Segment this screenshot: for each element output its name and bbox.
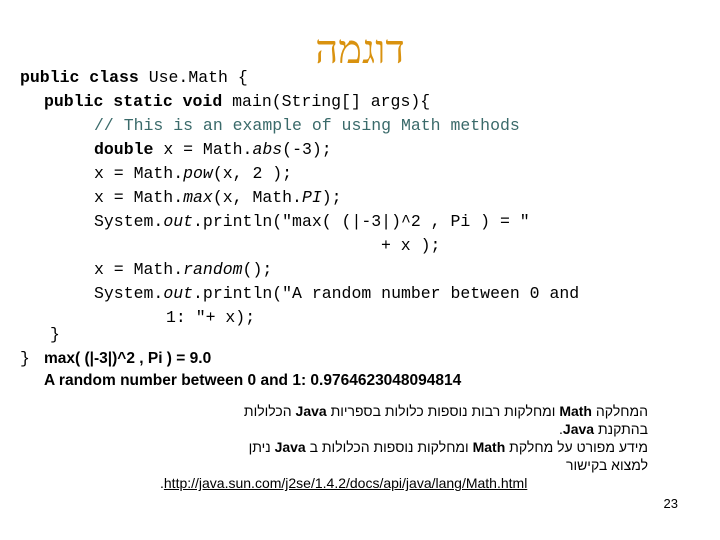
hebrew-text-bold: Java [295,403,327,419]
code-line-1: public class Use.Math { [20,66,248,90]
hebrew-text: ניתן [248,439,275,455]
code-line-10: System.out.println("A random number betw… [94,282,579,306]
code-line-5: x = Math.pow(x, 2 ); [94,162,292,186]
code-line-6: x = Math.max(x, Math.PI); [94,186,342,210]
code-text: (x, Math. [212,188,302,207]
hebrew-text: . [559,421,563,437]
hebrew-paragraph-line-4: למצוא בקישור [565,457,648,473]
code-text: ); [321,188,342,207]
math-docs-link[interactable]: http://java.sun.com/j2se/1.4.2/docs/api/… [163,475,528,491]
hebrew-text: הכלולות [243,403,296,419]
hebrew-paragraph-line-3: מידע מפורט על מחלקת Math ומחלקות נוספות … [249,439,648,455]
code-method: abs [252,140,283,159]
code-text: (-3); [282,140,332,159]
hebrew-paragraph-line-1: המחלקה Math ומחלקות רבות נוספות כלולות ב… [244,403,648,419]
code-text: (); [242,260,273,279]
code-keyword: public class [20,68,139,87]
hebrew-text: המחלקה [591,403,648,419]
code-line-9: x = Math.random(); [94,258,272,282]
code-keyword: double [94,140,154,159]
code-line-11: 1: "+ x); [166,308,256,327]
code-text: main(String[] args){ [222,92,431,111]
hebrew-text: ומחלקות רבות נוספות כלולות בספריות [326,403,560,419]
hebrew-text-bold: Java [274,439,306,455]
code-text: x = Math. [153,140,253,159]
link-period: . [160,475,164,491]
code-text: Use.Math { [138,68,248,87]
code-text: x = Math. [94,188,184,207]
closing-brace-class: } [20,349,30,368]
code-field: out [163,284,194,303]
code-block: public class Use.Math { public static vo… [0,66,720,327]
code-text: System. [94,212,164,231]
code-method: random [183,260,243,279]
closing-brace-method: } [50,325,60,344]
code-text: .println("A random number between 0 and [193,284,580,303]
code-method: max [183,188,213,207]
code-line-8: + x ); [381,236,441,255]
code-comment: // This is an example of using Math meth… [94,116,520,135]
code-text: System. [94,284,164,303]
code-constant: PI [301,188,322,207]
slide-title: דוגמה [315,27,405,72]
program-output-line-2: A random number between 0 and 1: 0.97646… [44,372,462,389]
code-text: x = Math. [94,260,184,279]
program-output-line-1: max( (|-3|)^2 , Pi ) = 9.0 [44,350,212,367]
hebrew-text-bold: Math [472,439,506,455]
hebrew-text-bold: Math [559,403,592,419]
hebrew-text: ומחלקות נוספות הכלולות ב [305,439,473,455]
link-line: .http://java.sun.com/j2se/1.4.2/docs/api… [160,475,527,491]
hebrew-text: מידע מפורט על מחלקת [505,439,648,455]
hebrew-paragraph-line-2: בהתקנת Java. [559,421,648,437]
code-field: out [163,212,194,231]
code-text: .println("max( (|-3|)^2 , Pi ) = " [193,212,530,231]
code-line-4: double x = Math.abs(-3); [94,138,332,162]
page-number: 23 [663,496,678,511]
code-keyword: public static void [44,92,223,111]
hebrew-text-bold: Java [562,421,595,437]
code-line-2: public static void main(String[] args){ [44,90,430,114]
code-method: pow [183,164,213,183]
code-text: (x, 2 ); [212,164,293,183]
code-text: x = Math. [94,164,184,183]
hebrew-text: בהתקנת [594,421,648,437]
code-line-7: System.out.println("max( (|-3|)^2 , Pi )… [94,210,530,234]
